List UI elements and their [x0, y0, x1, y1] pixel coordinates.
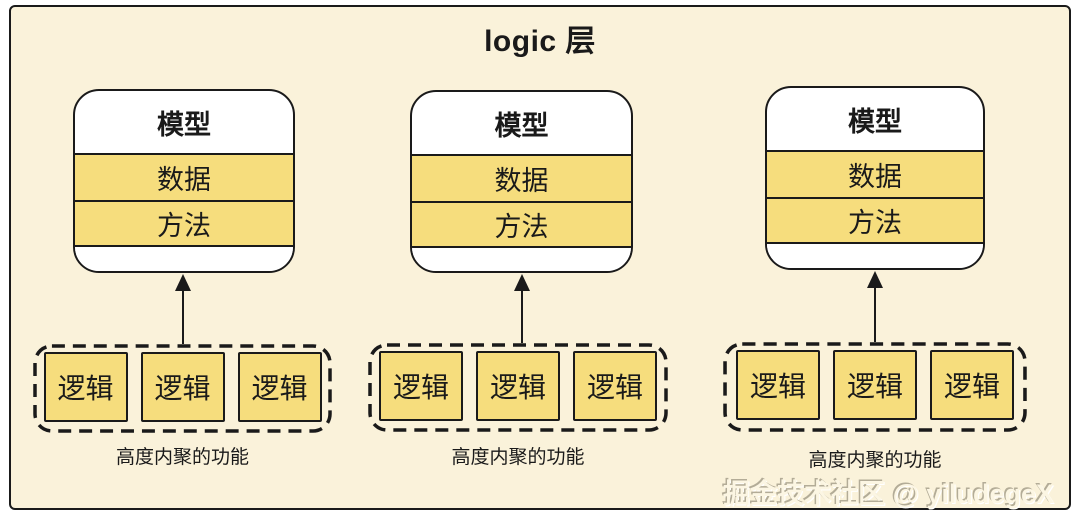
- watermark: 掘金技术社区 @ yiludegeX: [723, 479, 1054, 509]
- model-row-method: 方法: [767, 197, 983, 244]
- group-caption: 高度内聚的功能: [451, 447, 585, 468]
- logic-box: 逻辑: [736, 350, 820, 420]
- logic-box: 逻辑: [43, 352, 128, 422]
- arrow-head-icon: [514, 274, 530, 291]
- logic-row: 逻辑 逻辑 逻辑: [723, 350, 1027, 420]
- group-caption: 高度内聚的功能: [808, 450, 942, 471]
- logic-box: 逻辑: [930, 350, 1014, 420]
- model-row-method: 方法: [412, 201, 631, 248]
- model-row-data: 数据: [412, 154, 631, 201]
- group-caption: 高度内聚的功能: [115, 447, 249, 468]
- model-box: 模型 数据 方法: [765, 86, 985, 270]
- logic-group-box: 逻辑 逻辑 逻辑: [368, 343, 668, 432]
- logic-group-box: 逻辑 逻辑 逻辑: [723, 342, 1027, 432]
- logic-box: 逻辑: [237, 352, 322, 422]
- model-title: 模型: [848, 106, 902, 137]
- arrow-line: [520, 291, 524, 343]
- logic-row: 逻辑 逻辑 逻辑: [368, 351, 668, 421]
- dashed-border: [368, 343, 668, 432]
- logic-box: 逻辑: [573, 351, 657, 421]
- logic-box: 逻辑: [476, 351, 560, 421]
- logic-box: 逻辑: [379, 351, 463, 421]
- diagram-title: logic 层: [484, 25, 596, 58]
- model-box: 模型 数据 方法: [410, 90, 633, 273]
- arrow-head-icon: [867, 271, 883, 288]
- up-arrow: [867, 271, 883, 342]
- model-title: 模型: [157, 109, 211, 140]
- arrow-line: [181, 291, 185, 344]
- logic-row: 逻辑 逻辑 逻辑: [33, 352, 332, 422]
- arrow-head-icon: [175, 274, 191, 291]
- dashed-border: [33, 344, 332, 433]
- model-bottom-strip: [75, 247, 293, 271]
- model-row-data: 数据: [75, 153, 293, 200]
- logic-group-box: 逻辑 逻辑 逻辑: [33, 344, 332, 433]
- model-row-method: 方法: [75, 200, 293, 247]
- model-bottom-strip: [412, 248, 631, 271]
- logic-box: 逻辑: [833, 350, 917, 420]
- logic-box: 逻辑: [140, 352, 225, 422]
- dashed-border: [723, 342, 1027, 432]
- up-arrow: [175, 274, 191, 344]
- model-bottom-strip: [767, 244, 983, 268]
- model-box: 模型 数据 方法: [73, 89, 295, 273]
- arrow-line: [873, 288, 877, 342]
- model-row-data: 数据: [767, 150, 983, 197]
- model-title: 模型: [494, 110, 549, 141]
- up-arrow: [514, 274, 530, 343]
